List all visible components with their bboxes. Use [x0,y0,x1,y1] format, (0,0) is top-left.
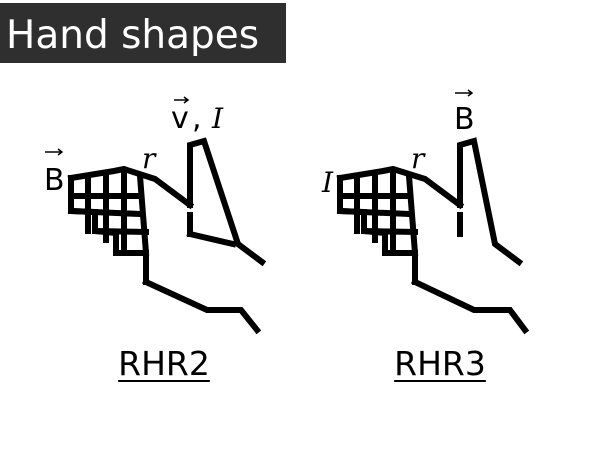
rhr3-label-field: B [454,102,475,137]
rhr2-velocity-arrow-icon [174,96,190,104]
rhr2-label-current: I [211,102,224,135]
rhr2-hand-icon [67,137,267,335]
rhr2-label-separator: , [192,101,202,136]
rhr2-label-radius: r [142,142,157,175]
rhr3-hand-icon [336,137,530,335]
rhr2-caption: RHR2 [118,344,210,383]
rhr2-label-velocity: v [171,101,189,136]
rhr2-field-arrow-icon [45,148,64,156]
rhr3-caption: RHR3 [394,344,486,383]
page-title: Hand shapes [6,13,260,58]
rhr3-label-current: I [321,166,334,199]
rhr3-field-arrow-icon [455,89,474,97]
title-banner: Hand shapes [0,3,286,63]
rhr2-label-field: B [44,163,65,198]
rhr3-label-radius: r [411,142,426,175]
